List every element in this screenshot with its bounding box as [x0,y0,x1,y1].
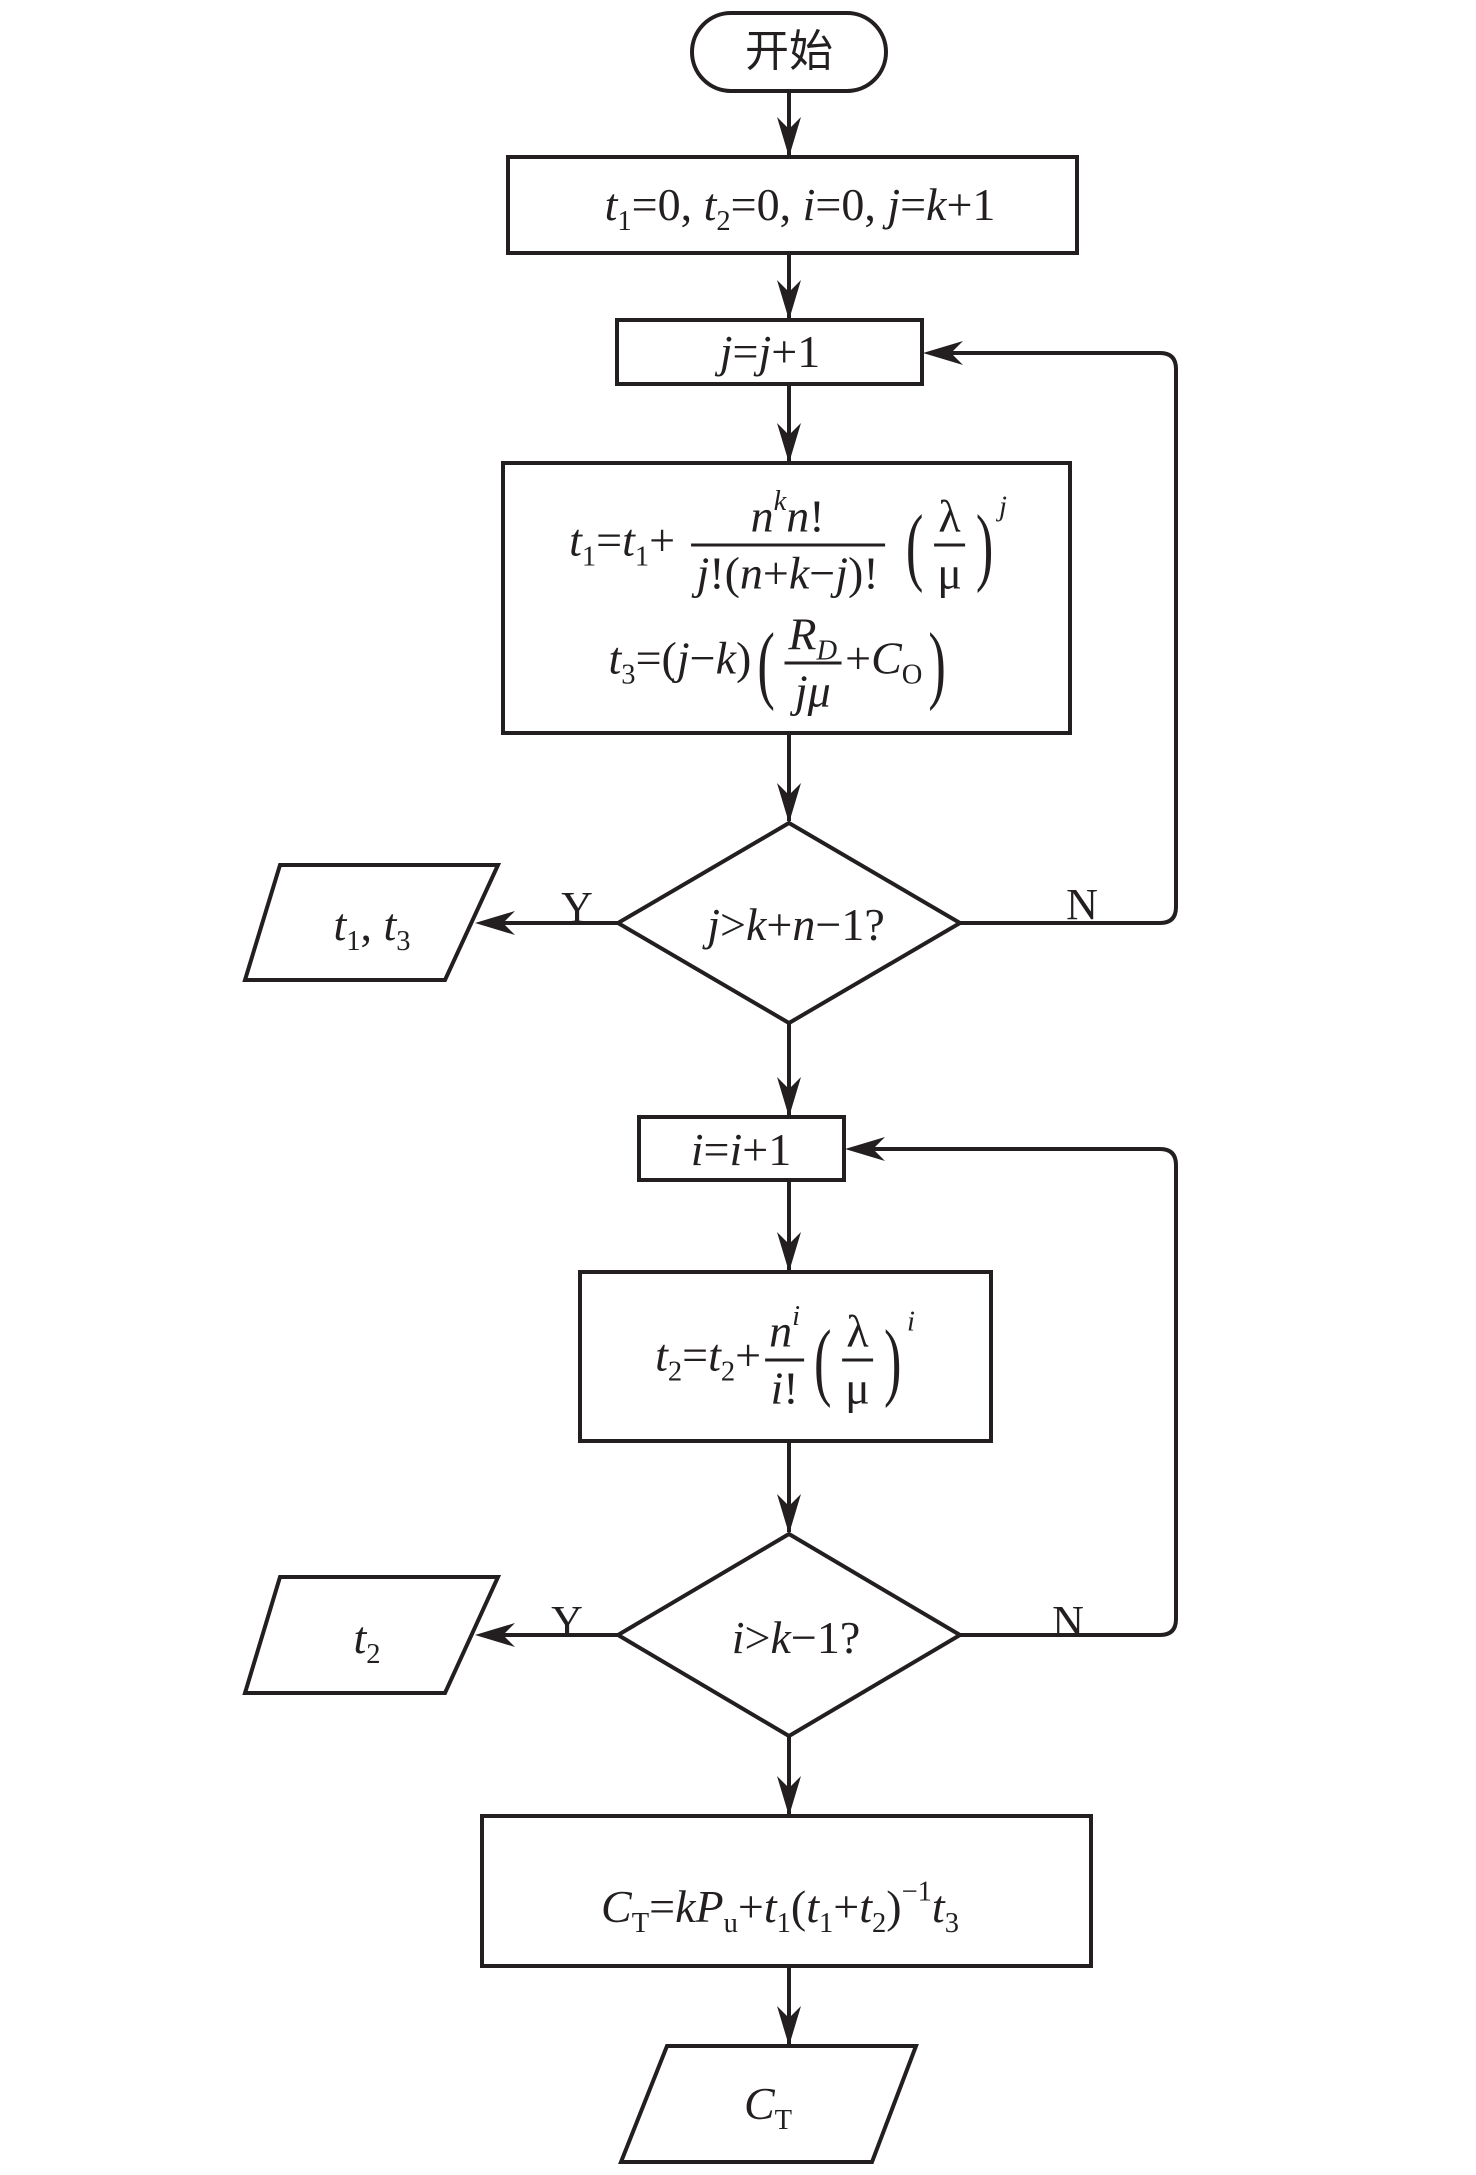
out-t1-t3-label: t1, t3 [333,899,411,957]
out-t2-label: t2 [353,1612,381,1670]
edge-condi-no [852,1147,1178,1637]
init-label: t1=0, t2=0, i=0, j=k+1 [604,179,996,237]
out-t1-t3-parallelogram [242,863,502,982]
inc-i-label: i=i+1 [690,1124,792,1175]
inc-j-box [615,318,924,386]
out-t2-parallelogram [242,1575,502,1695]
inc-i-box [637,1115,846,1182]
edge-incj-calc-arrowhead [777,423,801,463]
edge-condi-yes-arrowhead [475,1623,515,1647]
t1-fraction: nkn! j!(n+k−j)! [690,487,885,597]
edge-inci-calct2-arrowhead [777,1232,801,1272]
edge-condj-inci-arrowhead [777,1077,801,1117]
cond-j-no-label: N [1066,880,1098,929]
out-ct-label: CT [743,2078,793,2136]
edge-init-incj-arrowhead [777,280,801,320]
cond-i-label: i>k−1? [731,1612,861,1663]
cond-j-label: j>k+n−1? [707,899,885,950]
edge-start-init-arrowhead [777,117,801,157]
edge-calc-condj-arrowhead [777,783,801,823]
calc-ct-box [480,1814,1093,1968]
cond-j-yes-label: Y [561,883,593,932]
calc-t1-t3-box [501,461,1072,735]
edge-condj-no [930,351,1178,925]
out-ct-parallelogram [618,2044,919,2164]
edge-condj-yes-arrowhead [475,911,515,935]
edge-condi-ct-arrowhead [777,1776,801,1816]
ct-formula: CT=kPu+t1(t1+t2)−1t3 [601,1876,959,1939]
cond-i-no-label: N [1052,1597,1084,1646]
calc-t2-box [578,1270,993,1443]
edge-ct-out-arrowhead [777,2006,801,2046]
cond-i-yes-label: Y [551,1597,583,1646]
inc-j-label: j=j+1 [719,326,821,377]
init-box [506,155,1079,255]
edge-calct2-condi-arrowhead [777,1494,801,1534]
edge-condi-no-arrowhead [845,1137,885,1161]
start-label: 开始 [745,26,833,77]
edge-condj-no-arrowhead [923,341,963,365]
